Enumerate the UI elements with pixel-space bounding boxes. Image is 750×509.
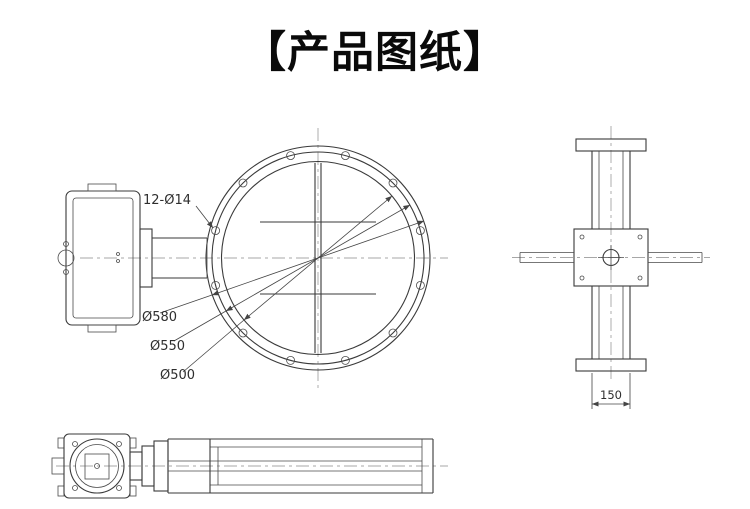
width-dimension: 150 [591, 373, 631, 409]
label-bolt-holes: 12-Ø14 [143, 193, 191, 208]
handwheel-boss [57, 249, 75, 267]
shaft-stubs [519, 252, 703, 263]
actuator-front [57, 183, 208, 333]
center-boss-plate [573, 228, 649, 287]
diameter-dimensions [159, 195, 425, 373]
label-bolt-circle-diameter: Ø550 [150, 339, 185, 354]
page-title: 【产品图纸】 [243, 28, 507, 78]
bottom-assembly-view [51, 433, 448, 499]
top-flange [575, 138, 647, 152]
mounting-plate [139, 228, 153, 288]
indicator-window [84, 453, 110, 480]
bottom-flange [575, 358, 647, 372]
valve-body-elevation [167, 438, 434, 494]
label-outer-diameter: Ø580 [142, 310, 177, 325]
label-body-width: 150 [600, 388, 622, 402]
side-view: 150 [512, 126, 710, 409]
bolt-hole-leader [195, 205, 214, 229]
front-view: 12-Ø14 Ø580 Ø550 Ø500 [57, 128, 448, 390]
label-bore-diameter: Ø500 [160, 368, 195, 383]
flange-outer-circle [205, 145, 431, 371]
